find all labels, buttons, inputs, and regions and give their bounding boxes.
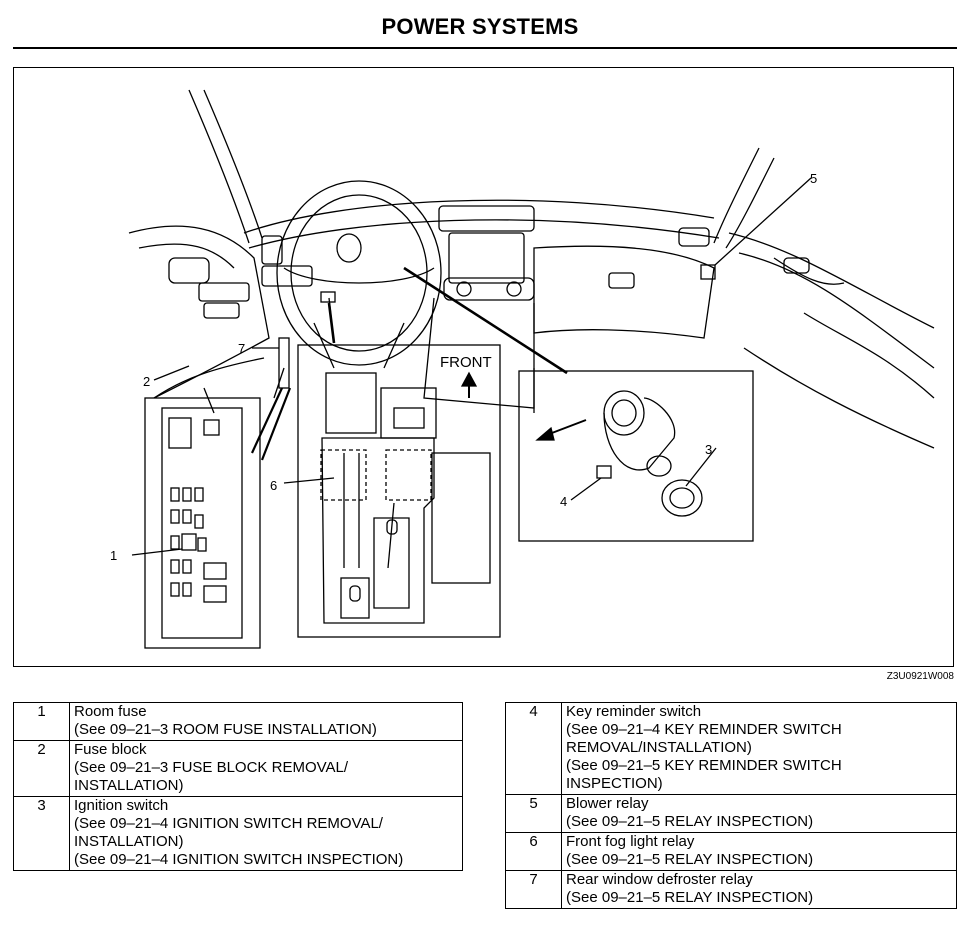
left-door-handle [168, 257, 210, 284]
page-title: POWER SYSTEMS [381, 14, 579, 39]
procedure-reference: (See 09–21–5 RELAY INSPECTION) [566, 889, 814, 906]
fuse-block [161, 407, 243, 639]
column-inset [297, 344, 501, 638]
center-vents [438, 205, 535, 232]
leader-3 [685, 447, 717, 487]
figure-code: Z3U0921W008 [886, 671, 954, 682]
callout-1: 1 [110, 548, 118, 563]
figure-illustration: 1 2 3 4 5 6 7 FRONT [13, 67, 954, 667]
legend-description: Ignition switch(See 09–21–4 IGNITION SWI… [69, 796, 463, 871]
direction-arrow [535, 426, 555, 441]
front-label: FRONT [440, 354, 492, 371]
component-name: Key reminder switch [566, 703, 702, 720]
legend-description: Front fog light relay(See 09–21–5 RELAY … [561, 832, 957, 871]
legend-number: 5 [505, 794, 562, 833]
component-name: Front fog light relay [566, 833, 695, 850]
legend-description: Room fuse(See 09–21–3 ROOM FUSE INSTALLA… [69, 702, 463, 741]
dashboard-top [243, 199, 715, 234]
title-rule [13, 47, 957, 49]
procedure-reference: (See 09–21–4 KEY REMINDER SWITCH REMOVAL… [566, 721, 842, 792]
legend-description: Rear window defroster relay(See 09–21–5 … [561, 870, 957, 909]
leader-1 [131, 548, 183, 556]
component-name: Blower relay [566, 795, 649, 812]
callout-2: 2 [143, 374, 151, 389]
callout-6: 6 [270, 478, 278, 493]
fuse-block-relay [168, 417, 192, 449]
procedure-reference: (See 09–21–5 RELAY INSPECTION) [566, 813, 814, 830]
component-name: Room fuse [74, 703, 147, 720]
leader-2 [153, 365, 190, 381]
left-pillar [188, 89, 250, 244]
procedure-reference: (See 09–21–5 RELAY INSPECTION) [566, 851, 814, 868]
right-door [728, 232, 935, 329]
callout-3: 3 [705, 442, 713, 457]
fuse-block-inset [144, 397, 261, 649]
ignition-inset [518, 370, 754, 542]
defroster-relay [278, 337, 290, 389]
legend-description: Fuse block(See 09–21–3 FUSE BLOCK REMOVA… [69, 740, 463, 797]
component-name: Fuse block [74, 741, 147, 758]
center-display [448, 232, 525, 284]
left-door [128, 225, 270, 399]
leader-4 [570, 477, 602, 501]
fog-relay-location [320, 291, 336, 303]
legend-number: 7 [505, 870, 562, 909]
callout-4: 4 [560, 494, 568, 509]
steering-wheel [276, 180, 442, 366]
ignition-switch-body [603, 390, 645, 436]
procedure-reference: (See 09–21–3 ROOM FUSE INSTALLATION) [74, 721, 377, 738]
room-fuse [181, 533, 197, 551]
legend-number: 2 [13, 740, 70, 797]
legend-description: Blower relay(See 09–21–5 RELAY INSPECTIO… [561, 794, 957, 833]
legend-description: Key reminder switch(See 09–21–4 KEY REMI… [561, 702, 957, 795]
blower-relay [700, 264, 716, 280]
component-name: Ignition switch [74, 797, 169, 814]
legend-number: 3 [13, 796, 70, 871]
legend-number: 1 [13, 702, 70, 741]
callout-7: 7 [238, 341, 246, 356]
leader-6 [283, 477, 335, 484]
key-reminder-switch [596, 465, 612, 479]
right-pillar [713, 147, 760, 244]
callout-5: 5 [810, 171, 818, 186]
procedure-reference: (See 09–21–4 IGNITION SWITCH REMOVAL/ IN… [74, 815, 404, 868]
legend-number: 4 [505, 702, 562, 795]
fog-light-relay [320, 449, 367, 501]
glove-box [533, 245, 715, 339]
fuse-grid [170, 487, 227, 603]
procedure-reference: (See 09–21–3 FUSE BLOCK REMOVAL/ INSTALL… [74, 759, 349, 794]
legend-number: 6 [505, 832, 562, 871]
front-arrow [460, 371, 478, 387]
dashboard-illustration [128, 89, 935, 649]
component-name: Rear window defroster relay [566, 871, 753, 888]
ignition-switch-knob [661, 479, 703, 517]
